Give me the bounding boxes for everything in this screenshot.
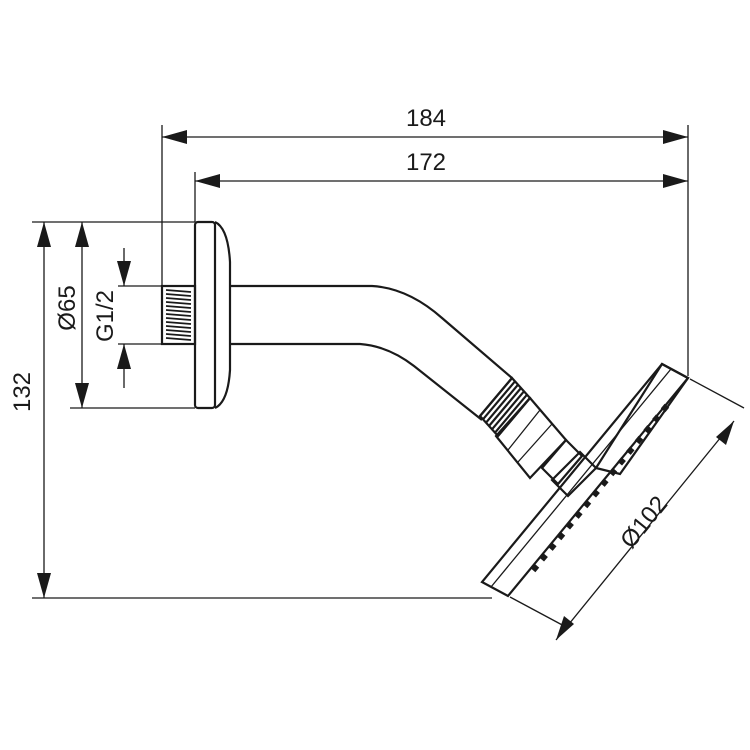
dim-label-flange: Ø65 xyxy=(54,285,81,330)
thread-line xyxy=(491,390,525,431)
nozzle xyxy=(634,435,644,445)
thread-line xyxy=(165,333,192,337)
thread-line xyxy=(165,289,192,293)
thread-line xyxy=(494,393,528,434)
nozzle xyxy=(660,403,670,413)
thread-line xyxy=(165,305,192,309)
thread-line xyxy=(165,317,192,321)
nozzle xyxy=(548,542,557,551)
ball-joint-nut xyxy=(494,396,568,480)
nozzle xyxy=(539,553,548,562)
thread-line xyxy=(479,377,513,417)
dim-label-thread: G1/2 xyxy=(92,290,119,342)
shower-head xyxy=(480,362,690,598)
wall-flange xyxy=(193,220,232,410)
dimension-overall-length: 184 xyxy=(161,105,689,376)
thread-line xyxy=(165,329,192,333)
thread-line xyxy=(165,309,192,313)
nozzle xyxy=(600,478,609,487)
nozzle xyxy=(652,414,661,423)
nozzle xyxy=(556,531,566,541)
thread-line xyxy=(165,313,192,317)
dimension-flange-diameter: Ø65 xyxy=(54,222,195,409)
nozzle xyxy=(582,499,592,509)
nozzle xyxy=(626,446,635,455)
dim-label-184: 184 xyxy=(406,105,446,132)
nozzle xyxy=(617,457,626,466)
nozzle xyxy=(608,467,618,477)
nozzle xyxy=(574,510,583,519)
nozzle xyxy=(530,563,540,573)
thread-line xyxy=(165,325,192,329)
dimension-thread: G1/2 xyxy=(92,248,162,388)
thread-line xyxy=(165,337,192,341)
dim-label-132: 132 xyxy=(9,372,36,412)
dimension-arm-length: 172 xyxy=(194,149,688,222)
thread-line xyxy=(165,297,192,301)
threaded-nipple xyxy=(160,284,197,346)
thread-line xyxy=(482,380,516,421)
dim-label-head: Ø102 xyxy=(615,491,673,554)
head-neck xyxy=(540,438,598,498)
nozzle xyxy=(643,425,652,434)
dimension-height: 132 xyxy=(9,221,492,599)
thread-line xyxy=(165,293,192,297)
nozzle xyxy=(591,489,600,498)
thread-line xyxy=(165,321,192,325)
thread-line xyxy=(488,387,522,427)
nozzle xyxy=(565,521,574,530)
thread-line xyxy=(165,301,192,305)
thread-line xyxy=(485,383,519,424)
dim-label-172: 172 xyxy=(406,149,446,176)
shower-arm xyxy=(230,284,513,421)
